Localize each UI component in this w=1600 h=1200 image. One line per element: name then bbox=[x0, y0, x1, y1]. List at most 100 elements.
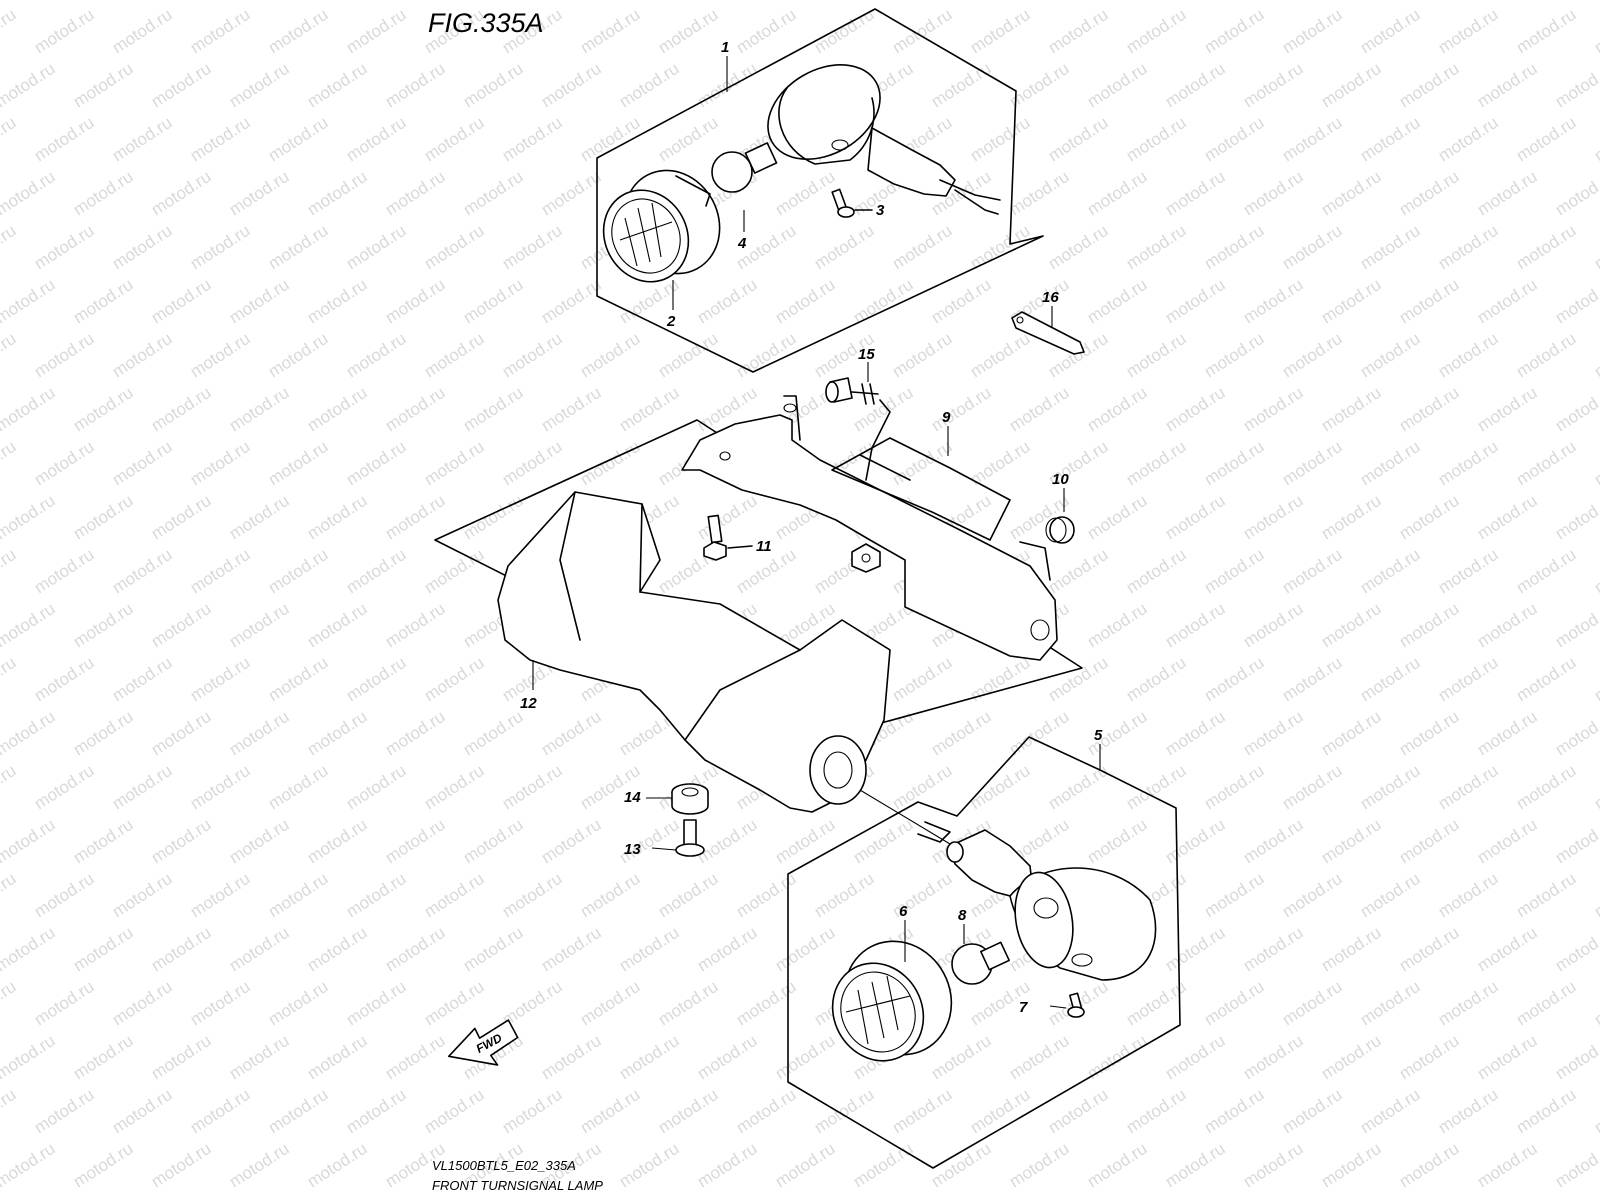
watermark-text: motod.ru bbox=[109, 437, 176, 489]
watermark-text: motod.ru bbox=[70, 815, 137, 867]
lower-bulb-part bbox=[951, 941, 1010, 985]
watermark-text: motod.ru bbox=[0, 275, 58, 327]
watermark-text: motod.ru bbox=[1552, 707, 1600, 759]
watermark-text: motod.ru bbox=[0, 869, 19, 921]
watermark-text: motod.ru bbox=[1552, 491, 1600, 543]
watermark-text: motod.ru bbox=[538, 383, 605, 435]
watermark-text: motod.ru bbox=[226, 491, 293, 543]
watermark-text: motod.ru bbox=[1279, 221, 1346, 273]
watermark-text: motod.ru bbox=[0, 653, 19, 705]
watermark-text: motod.ru bbox=[1591, 545, 1600, 597]
watermark-text: motod.ru bbox=[0, 1031, 58, 1083]
callout-2: 2 bbox=[666, 313, 676, 330]
watermark-text: motod.ru bbox=[1357, 545, 1424, 597]
watermark-text: motod.ru bbox=[1396, 491, 1463, 543]
watermark-text: motod.ru bbox=[538, 167, 605, 219]
watermark-text: motod.ru bbox=[265, 869, 332, 921]
watermark-text: motod.ru bbox=[538, 815, 605, 867]
watermark-text: motod.ru bbox=[928, 275, 995, 327]
watermark-text: motod.ru bbox=[343, 653, 410, 705]
watermark-text: motod.ru bbox=[1162, 167, 1229, 219]
watermark-text: motod.ru bbox=[967, 5, 1034, 57]
watermark-text: motod.ru bbox=[733, 977, 800, 1029]
watermark-text: motod.ru bbox=[226, 275, 293, 327]
callout-16: 16 bbox=[1042, 289, 1059, 306]
watermark-text: motod.ru bbox=[772, 1031, 839, 1083]
watermark-text: motod.ru bbox=[1513, 221, 1580, 273]
watermark-text: motod.ru bbox=[1240, 383, 1307, 435]
watermark-text: motod.ru bbox=[1045, 5, 1112, 57]
watermark-text: motod.ru bbox=[1474, 275, 1541, 327]
watermark-text: motod.ru bbox=[1201, 761, 1268, 813]
watermark-text: motod.ru bbox=[733, 869, 800, 921]
callout-11: 11 bbox=[756, 538, 772, 555]
watermark-text: motod.ru bbox=[1201, 1085, 1268, 1137]
watermark-text: motod.ru bbox=[109, 329, 176, 381]
watermark-text: motod.ru bbox=[538, 275, 605, 327]
watermark-text: motod.ru bbox=[1357, 653, 1424, 705]
watermark-text: motod.ru bbox=[421, 437, 488, 489]
watermark-text: motod.ru bbox=[1396, 1031, 1463, 1083]
watermark-text: motod.ru bbox=[1513, 5, 1580, 57]
watermark-text: motod.ru bbox=[148, 1031, 215, 1083]
watermark-text: motod.ru bbox=[31, 221, 98, 273]
fwd-direction-arrow: FWD bbox=[447, 1019, 519, 1066]
watermark-text: motod.ru bbox=[265, 437, 332, 489]
watermark-text: motod.ru bbox=[1318, 815, 1385, 867]
watermark-text: motod.ru bbox=[1435, 653, 1502, 705]
upper-bulb-part bbox=[711, 142, 778, 193]
watermark-text: motod.ru bbox=[265, 761, 332, 813]
shroud-cover-part bbox=[497, 491, 961, 851]
watermark-text: motod.ru bbox=[226, 383, 293, 435]
watermark-text: motod.ru bbox=[538, 707, 605, 759]
watermark-text: motod.ru bbox=[1591, 869, 1600, 921]
watermark-text: motod.ru bbox=[1552, 815, 1600, 867]
watermark-text: motod.ru bbox=[1279, 329, 1346, 381]
watermark-text: motod.ru bbox=[1240, 599, 1307, 651]
watermark-text: motod.ru bbox=[70, 923, 137, 975]
watermark-text: motod.ru bbox=[1591, 5, 1600, 57]
lower-assembly-frame bbox=[787, 736, 1181, 1169]
watermark-text: motod.ru bbox=[889, 221, 956, 273]
watermark-text: motod.ru bbox=[967, 329, 1034, 381]
grommet-part bbox=[671, 783, 709, 815]
watermark-text: motod.ru bbox=[265, 1085, 332, 1137]
watermark-text: motod.ru bbox=[304, 1139, 371, 1191]
upper-screw-part bbox=[831, 188, 873, 218]
watermark-text: motod.ru bbox=[1318, 1031, 1385, 1083]
watermark-text: motod.ru bbox=[265, 221, 332, 273]
watermark-text: motod.ru bbox=[1591, 437, 1600, 489]
watermark-text: motod.ru bbox=[1045, 761, 1112, 813]
watermark-text: motod.ru bbox=[1240, 167, 1307, 219]
watermark-text: motod.ru bbox=[1435, 869, 1502, 921]
watermark-text: motod.ru bbox=[1006, 1139, 1073, 1191]
watermark-text: motod.ru bbox=[1123, 1085, 1190, 1137]
watermark-text: motod.ru bbox=[1513, 653, 1580, 705]
watermark-text: motod.ru bbox=[187, 113, 254, 165]
watermark-text: motod.ru bbox=[1357, 437, 1424, 489]
watermark-text: motod.ru bbox=[928, 383, 995, 435]
watermark-text: motod.ru bbox=[655, 869, 722, 921]
watermark-text: motod.ru bbox=[499, 761, 566, 813]
watermark-text: motod.ru bbox=[1045, 113, 1112, 165]
watermark-text: motod.ru bbox=[109, 5, 176, 57]
watermark-text: motod.ru bbox=[1357, 329, 1424, 381]
watermark-text: motod.ru bbox=[187, 1085, 254, 1137]
watermark-text: motod.ru bbox=[499, 113, 566, 165]
watermark-text: motod.ru bbox=[1474, 383, 1541, 435]
watermark-text: motod.ru bbox=[265, 113, 332, 165]
watermark-text: motod.ru bbox=[1162, 923, 1229, 975]
watermark-text: motod.ru bbox=[1474, 59, 1541, 111]
watermark-text: motod.ru bbox=[382, 1031, 449, 1083]
watermark-text: motod.ru bbox=[616, 1031, 683, 1083]
watermark-text: motod.ru bbox=[1513, 113, 1580, 165]
watermark-text: motod.ru bbox=[226, 1031, 293, 1083]
watermark-text: motod.ru bbox=[187, 5, 254, 57]
watermark-text: motod.ru bbox=[1201, 329, 1268, 381]
callout-6: 6 bbox=[899, 903, 908, 920]
watermark-text: motod.ru bbox=[694, 923, 761, 975]
watermark-text: motod.ru bbox=[109, 761, 176, 813]
watermark-text: motod.ru bbox=[1201, 869, 1268, 921]
watermark-text: motod.ru bbox=[382, 59, 449, 111]
watermark-text: motod.ru bbox=[1045, 1085, 1112, 1137]
